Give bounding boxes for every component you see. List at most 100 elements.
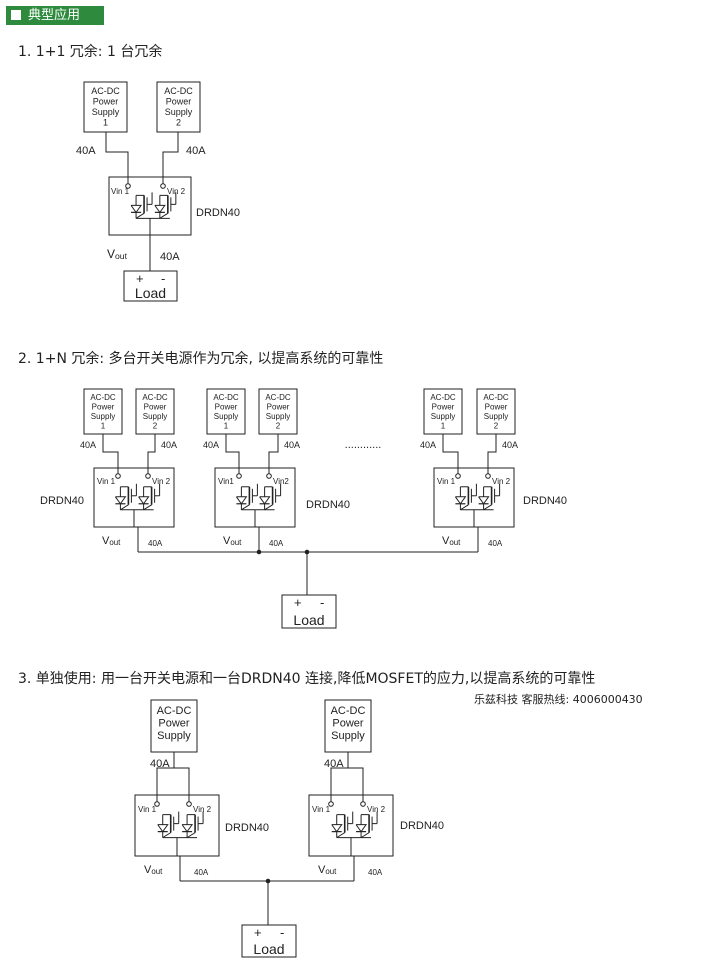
input-terminal-icon xyxy=(125,183,131,189)
psu-box xyxy=(258,388,298,435)
vout-label: Vout xyxy=(318,864,337,876)
vout-v: V xyxy=(318,864,326,876)
vout-sub: out xyxy=(449,538,461,547)
section-2-title: 2. 1+N 冗余: 多台开关电源作为冗余, 以提高系统的可靠性 xyxy=(18,351,384,367)
current-label: 40A xyxy=(420,440,436,450)
psu-unit-number: 1 xyxy=(224,422,229,431)
current-label: 40A xyxy=(148,539,163,548)
vout-sub: out xyxy=(325,867,337,876)
vout-label: Vout xyxy=(223,535,242,547)
section-1-title: 1. 1+1 冗余: 1 台冗余 xyxy=(18,44,163,60)
psu-label: Supply xyxy=(484,412,508,421)
input-terminal-icon xyxy=(328,801,334,807)
vout-label: Vout xyxy=(107,247,128,261)
psu-label: Power xyxy=(144,403,167,412)
psu-label: Supply xyxy=(331,730,365,742)
load-plus: + xyxy=(254,925,262,940)
vout-label: Vout xyxy=(144,864,163,876)
load-box xyxy=(123,270,178,302)
load-label: Load xyxy=(135,285,166,301)
service-hotline: 乐兹科技 客服热线: 4006000430 xyxy=(474,693,643,706)
current-label: 40A xyxy=(269,539,284,548)
input-terminal-icon xyxy=(485,473,491,479)
psu-label: AC-DC xyxy=(483,393,509,402)
wire xyxy=(442,434,459,476)
psu-label: Supply xyxy=(214,412,238,421)
vin2-label: Vin 2 xyxy=(167,187,186,196)
psu-label: Power xyxy=(92,403,115,412)
wire xyxy=(135,212,145,219)
current-label: 40A xyxy=(324,758,344,770)
psu-label: Supply xyxy=(92,107,120,117)
wire xyxy=(241,504,250,511)
vout-sub: out xyxy=(109,538,121,547)
psu-label: AC-DC xyxy=(164,86,193,96)
psu-label: AC-DC xyxy=(91,86,120,96)
wire xyxy=(330,767,364,804)
current-label: 40A xyxy=(76,145,96,157)
wire xyxy=(147,434,156,476)
vin2-label: Vin 2 xyxy=(367,805,386,814)
current-label: 40A xyxy=(194,868,209,877)
psu-unit-number: 2 xyxy=(276,422,281,431)
section-header: 典型应用 xyxy=(6,6,104,25)
wire xyxy=(483,504,492,511)
psu-box xyxy=(206,388,246,435)
wire xyxy=(159,212,169,219)
input-terminal-icon xyxy=(360,801,366,807)
psu-label: Power xyxy=(158,718,190,730)
vin1-label: Vin 1 xyxy=(138,805,157,814)
load-minus: - xyxy=(280,925,284,940)
module-label: DRDN40 xyxy=(225,822,269,834)
wire xyxy=(143,504,152,511)
wire xyxy=(156,767,190,804)
current-label: 40A xyxy=(488,539,503,548)
ellipsis-label: ............ xyxy=(345,439,382,451)
wire xyxy=(186,832,196,839)
psu-label: Power xyxy=(166,97,192,107)
psu-label: AC-DC xyxy=(142,393,168,402)
psu-label: Supply xyxy=(157,730,191,742)
wire xyxy=(225,434,240,476)
load-box xyxy=(281,594,337,629)
psu-unit-number: 1 xyxy=(101,422,106,431)
psu-label: AC-DC xyxy=(90,393,116,402)
wire xyxy=(120,504,129,511)
input-terminal-icon xyxy=(186,801,192,807)
vin2-label: Vin2 xyxy=(273,477,289,486)
psu-label: Power xyxy=(215,403,238,412)
psu-label: Power xyxy=(332,718,364,730)
psu-label: AC-DC xyxy=(331,705,366,717)
vout-v: V xyxy=(144,864,152,876)
input-terminal-icon xyxy=(145,473,151,479)
psu-label: Supply xyxy=(143,412,167,421)
load-minus: - xyxy=(320,595,324,610)
psu-unit-number: 2 xyxy=(176,118,181,128)
vin1-label: Vin 1 xyxy=(437,477,456,486)
header-square-icon xyxy=(11,10,21,20)
input-terminal-icon xyxy=(266,473,272,479)
module-label: DRDN40 xyxy=(306,499,350,511)
wire xyxy=(336,832,345,839)
psu-label: Supply xyxy=(91,412,115,421)
psu-label: Supply xyxy=(431,412,455,421)
vout-sub: out xyxy=(115,251,128,261)
vin2-label: Vin 2 xyxy=(193,805,212,814)
wire xyxy=(360,832,370,839)
current-label: 40A xyxy=(150,758,170,770)
psu-box xyxy=(423,388,463,435)
vout-v: V xyxy=(102,535,110,547)
wire xyxy=(102,434,119,476)
load-plus: + xyxy=(294,595,302,610)
current-label: 40A xyxy=(160,251,180,263)
load-label: Load xyxy=(253,941,284,957)
vin1-label: Vin 1 xyxy=(312,805,331,814)
wire xyxy=(105,132,129,186)
